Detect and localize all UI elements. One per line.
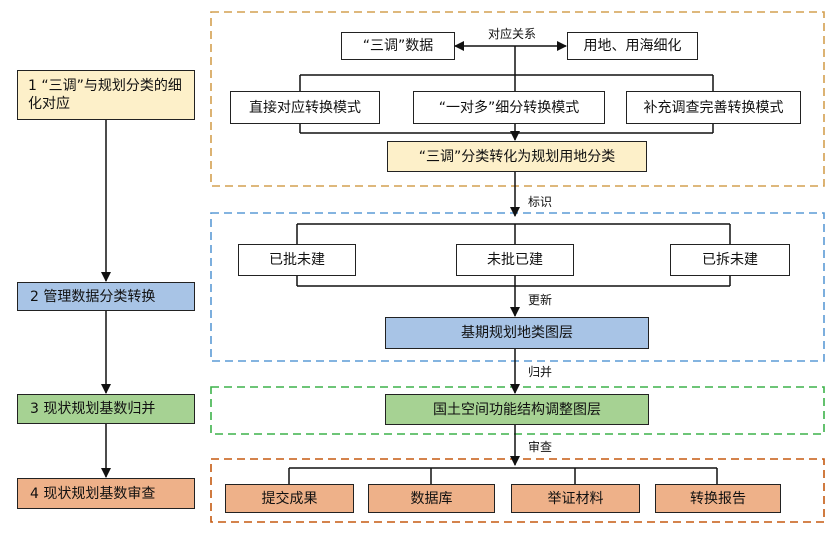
review-label: 审查 — [528, 440, 553, 454]
structure-layer-label: 国土空间功能结构调整图层 — [433, 401, 601, 418]
state-approved-unbuilt-box: 已批未建 — [238, 244, 356, 276]
relation-label: 对应关系 — [488, 27, 537, 41]
base-layer-label: 基期规划地类图层 — [461, 325, 573, 341]
item-submit-results-label: 提交成果 — [261, 490, 318, 507]
classification-result-box: “三调”分类转化为规划用地分类 — [387, 141, 647, 172]
mode-direct-label: 直接对应转换模式 — [249, 99, 361, 116]
step3-box: 3 现状规划基数归并 — [17, 394, 195, 424]
state-unapproved-built-box: 未批已建 — [456, 244, 574, 276]
step4-label: 4 现状规划基数审查 — [30, 485, 156, 502]
mark-label: 标识 — [528, 195, 553, 209]
mode-survey-box: 补充调查完善转换模式 — [626, 91, 801, 124]
item-report-box: 转换报告 — [655, 484, 781, 513]
source-data-label: “三调”数据 — [362, 38, 434, 54]
step2-box: 2 管理数据分类转换 — [17, 282, 195, 311]
step4-box: 4 现状规划基数审查 — [17, 478, 195, 509]
item-evidence-label: 举证材料 — [547, 490, 604, 507]
item-evidence-box: 举证材料 — [511, 484, 640, 513]
mode-survey-label: 补充调查完善转换模式 — [643, 99, 784, 116]
target-refine-box: 用地、用海细化 — [567, 32, 698, 60]
structure-layer-box: 国土空间功能结构调整图层 — [385, 394, 649, 425]
section1-frame — [210, 11, 825, 187]
state-approved-unbuilt-label: 已批未建 — [269, 252, 325, 268]
mode-one-to-many-box: “一对多”细分转换模式 — [413, 91, 605, 124]
item-database-box: 数据库 — [368, 484, 495, 513]
step1-label: 1 “三调”与规划分类的细化对应 — [28, 78, 182, 112]
step1-box: 1 “三调”与规划分类的细化对应 — [17, 70, 195, 120]
step2-label: 2 管理数据分类转换 — [30, 288, 156, 305]
state-demolished-unbuilt-label: 已拆未建 — [702, 252, 758, 268]
step3-label: 3 现状规划基数归并 — [30, 401, 156, 417]
source-data-box: “三调”数据 — [341, 32, 455, 60]
mode-direct-box: 直接对应转换模式 — [230, 91, 380, 124]
item-report-label: 转换报告 — [690, 490, 746, 507]
target-refine-label: 用地、用海细化 — [583, 38, 682, 54]
base-layer-box: 基期规划地类图层 — [385, 317, 649, 349]
mode-one-to-many-label: “一对多”细分转换模式 — [438, 99, 580, 116]
item-database-label: 数据库 — [410, 490, 453, 507]
classification-result-label: “三调”分类转化为规划用地分类 — [418, 148, 616, 165]
state-demolished-unbuilt-box: 已拆未建 — [670, 244, 790, 276]
merge-label: 归并 — [528, 365, 553, 379]
item-submit-results-box: 提交成果 — [225, 484, 354, 513]
state-unapproved-built-label: 未批已建 — [487, 252, 543, 268]
update-label: 更新 — [528, 293, 553, 307]
